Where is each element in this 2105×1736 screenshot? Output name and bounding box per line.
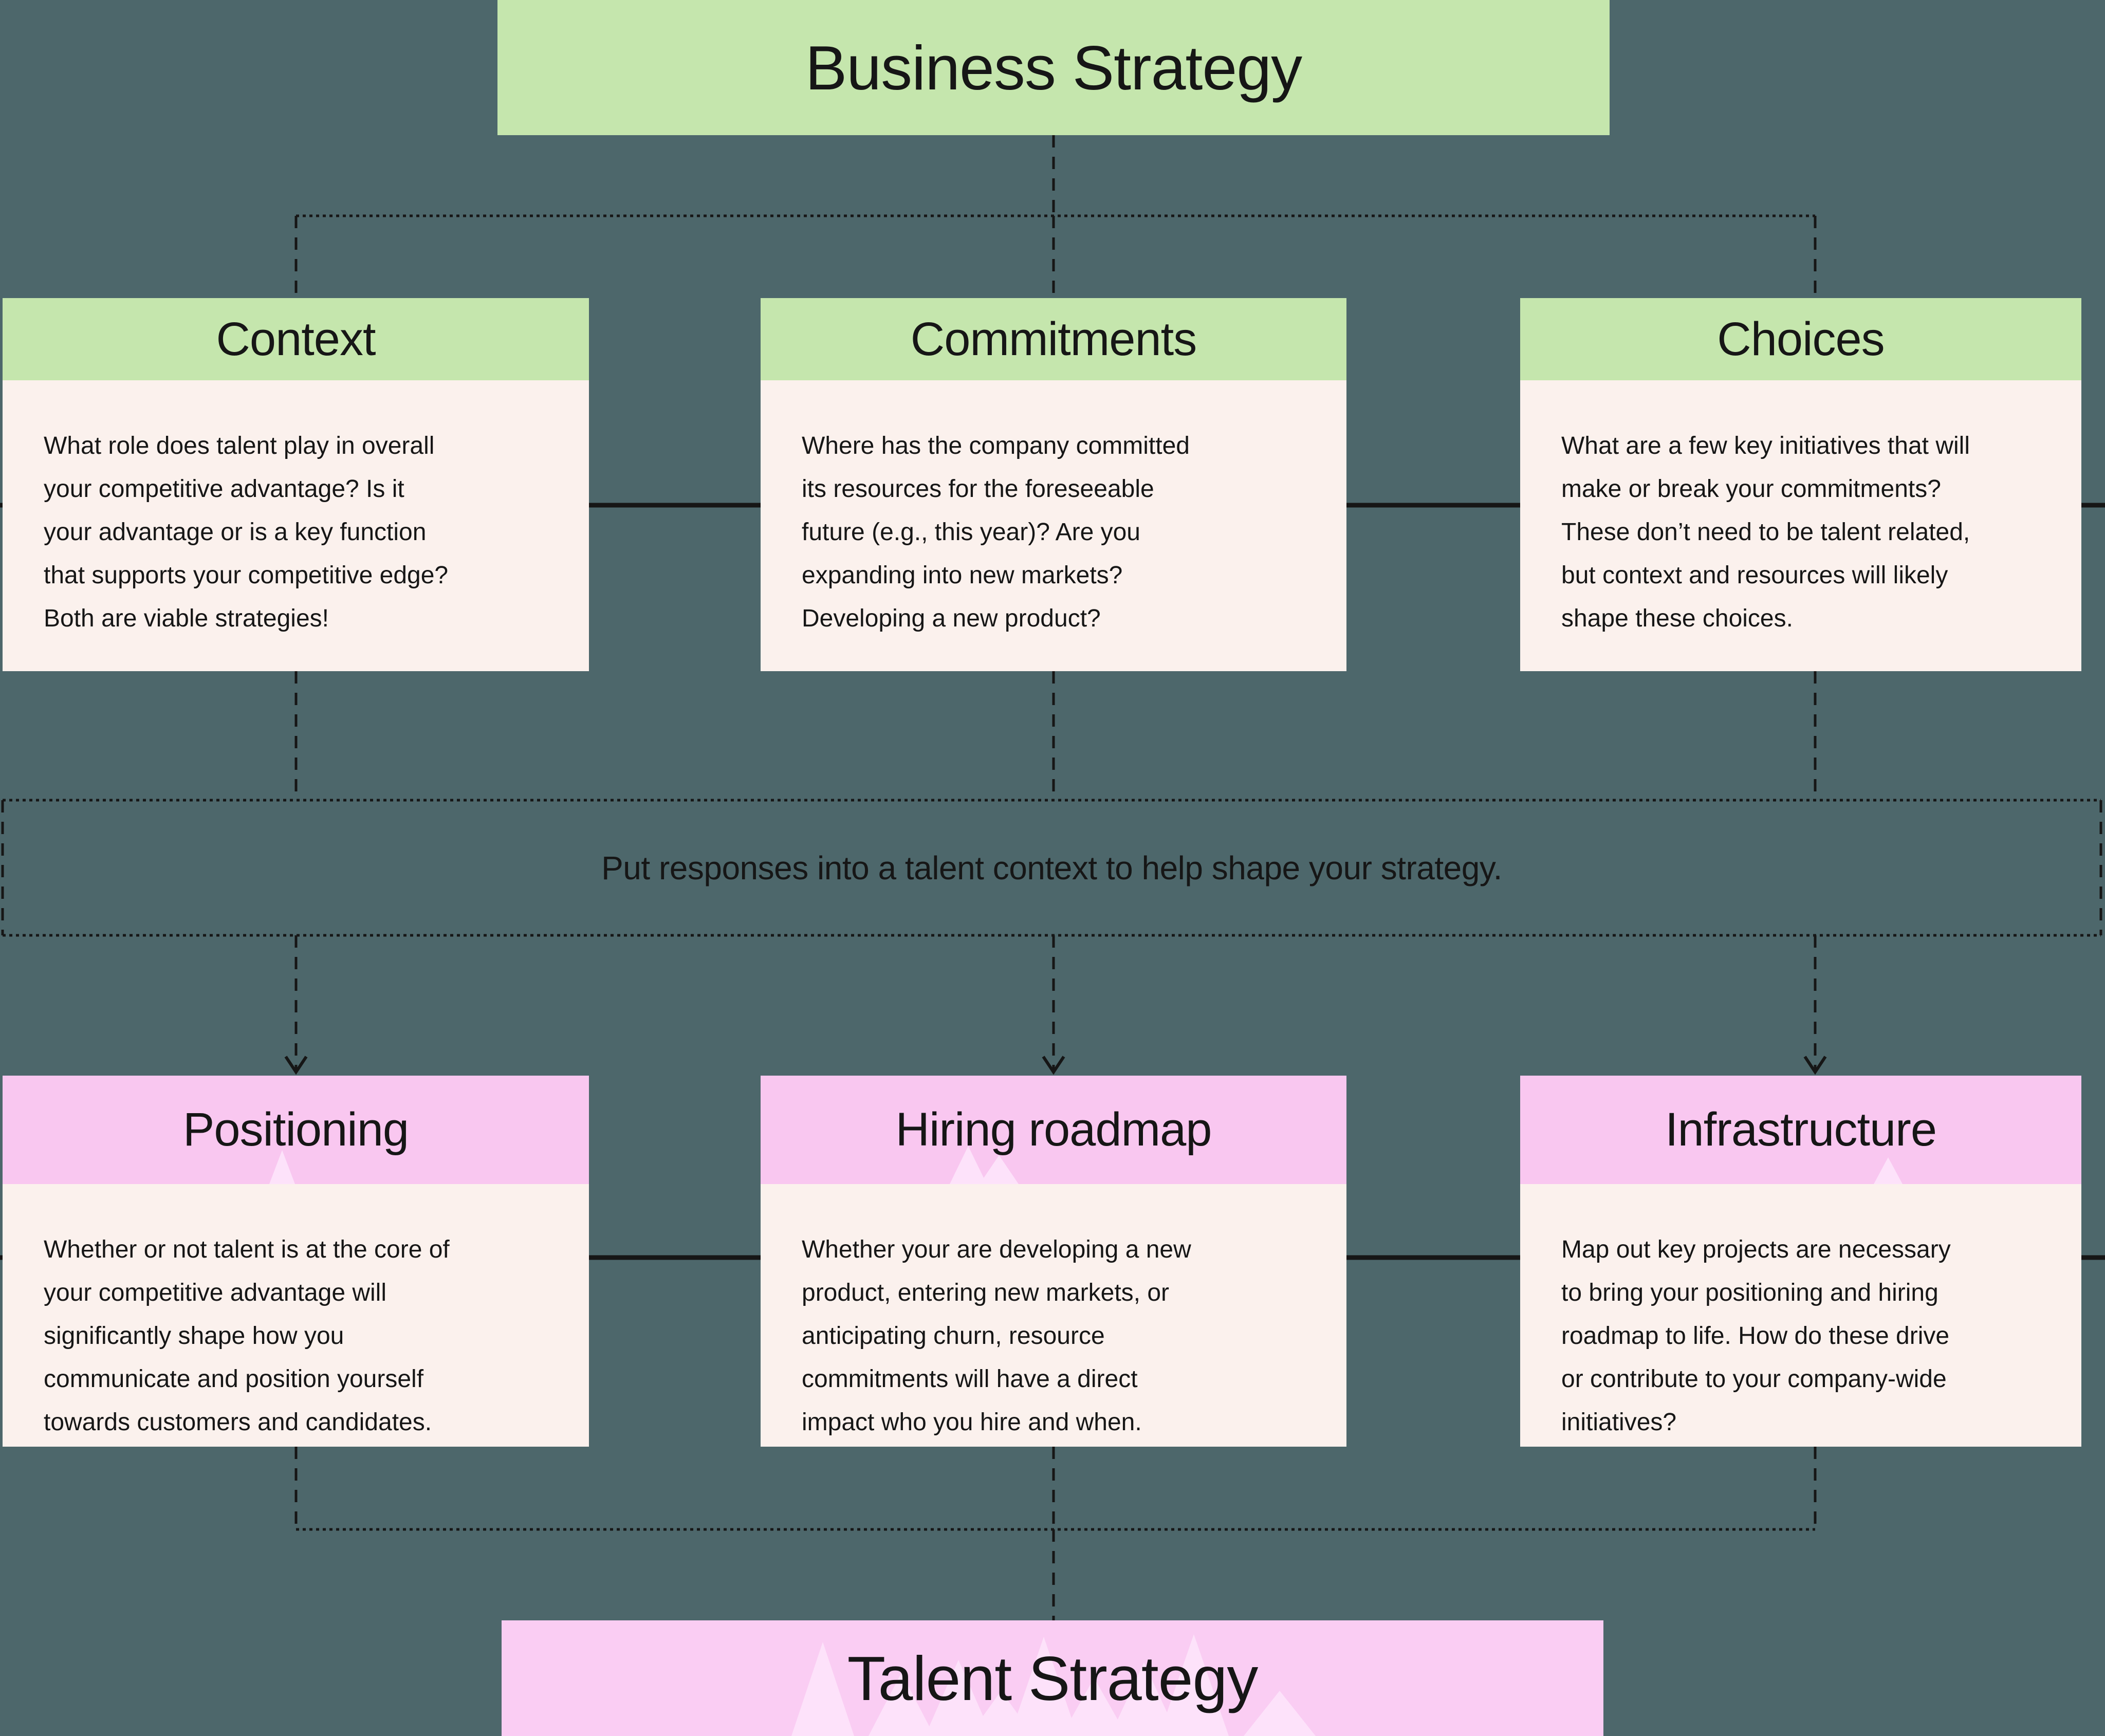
arrowhead-hiring bbox=[1042, 1056, 1065, 1075]
context-header: Context bbox=[3, 298, 589, 380]
infrastructure-text: Map out key projects are necessary to br… bbox=[1561, 1236, 1951, 1436]
arrowhead-positioning bbox=[284, 1056, 308, 1075]
context-box: Context What role does talent play in ov… bbox=[3, 298, 589, 671]
context-body: What role does talent play in overall yo… bbox=[3, 380, 589, 671]
positioning-body: Whether or not talent is at the core of … bbox=[3, 1184, 589, 1447]
commitments-box: Commitments Where has the company commit… bbox=[761, 298, 1346, 671]
arrowhead-infrastructure bbox=[1803, 1056, 1827, 1075]
hiring-roadmap-box: Hiring roadmap Whether your are developi… bbox=[761, 1076, 1346, 1447]
context-text: What role does talent play in overall yo… bbox=[44, 432, 449, 632]
middle-band: Put responses into a talent context to h… bbox=[3, 800, 2101, 935]
hiring-roadmap-text: Whether your are developing a new produc… bbox=[802, 1236, 1191, 1436]
infrastructure-body: Map out key projects are necessary to br… bbox=[1520, 1184, 2081, 1447]
hiring-roadmap-title: Hiring roadmap bbox=[895, 1103, 1212, 1156]
talent-strategy-title: Talent Strategy bbox=[847, 1643, 1259, 1713]
context-title: Context bbox=[216, 312, 376, 365]
choices-text: What are a few key initiatives that will… bbox=[1561, 432, 1970, 632]
talent-strategy-box: Talent Strategy bbox=[502, 1620, 1603, 1736]
business-strategy-title: Business Strategy bbox=[805, 32, 1302, 103]
infrastructure-box: Infrastructure Map out key projects are … bbox=[1520, 1076, 2081, 1447]
business-strategy-box: Business Strategy bbox=[497, 0, 1610, 135]
hiring-roadmap-body: Whether your are developing a new produc… bbox=[761, 1184, 1346, 1447]
commitments-header: Commitments bbox=[761, 298, 1346, 380]
positioning-box: Positioning Whether or not talent is at … bbox=[3, 1076, 589, 1447]
choices-body: What are a few key initiatives that will… bbox=[1520, 380, 2081, 671]
middle-band-text: Put responses into a talent context to h… bbox=[601, 849, 1502, 887]
commitments-title: Commitments bbox=[910, 312, 1197, 365]
choices-title: Choices bbox=[1717, 312, 1885, 365]
hiring-roadmap-header: Hiring roadmap bbox=[761, 1076, 1346, 1184]
choices-box: Choices What are a few key initiatives t… bbox=[1520, 298, 2081, 671]
positioning-text: Whether or not talent is at the core of … bbox=[44, 1236, 450, 1436]
choices-header: Choices bbox=[1520, 298, 2081, 380]
infrastructure-header: Infrastructure bbox=[1520, 1076, 2081, 1184]
positioning-header: Positioning bbox=[3, 1076, 589, 1184]
commitments-text: Where has the company committed its reso… bbox=[802, 432, 1190, 632]
infrastructure-title: Infrastructure bbox=[1665, 1103, 1937, 1156]
commitments-body: Where has the company committed its reso… bbox=[761, 380, 1346, 671]
positioning-title: Positioning bbox=[182, 1103, 409, 1156]
